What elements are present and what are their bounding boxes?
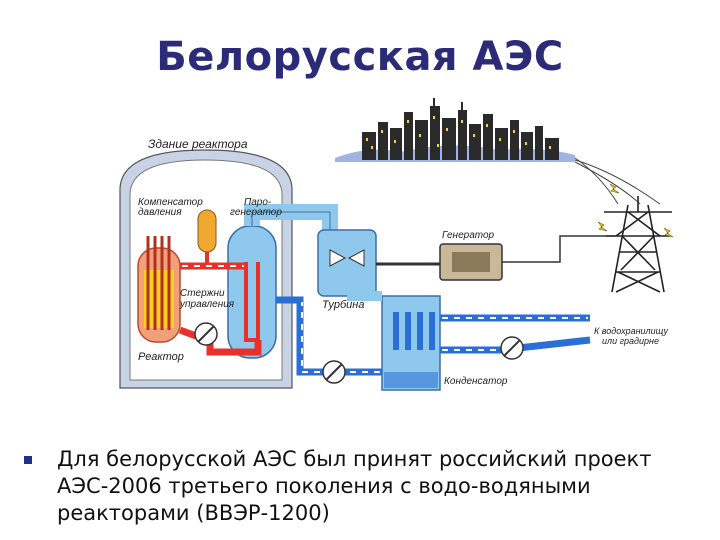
cooling-pump-icon xyxy=(500,336,524,360)
main-pump-icon xyxy=(194,322,218,346)
npp-diagram: Здание реактора Компенсатор давления Пар… xyxy=(119,98,674,391)
condenser xyxy=(347,291,441,391)
label-to-reservoir-1: К водохранилищу xyxy=(594,326,668,336)
label-pressurizer-1: Компенсатор xyxy=(138,197,203,208)
label-control-rods-2: управления xyxy=(179,299,235,310)
label-steam-generator-1: Паро- xyxy=(244,197,272,208)
label-condenser: Конденсатор xyxy=(444,376,508,387)
feedwater-pump-icon xyxy=(322,360,346,384)
reactor-vessel xyxy=(137,236,181,343)
steam-line xyxy=(244,204,338,232)
power-lines xyxy=(574,157,661,205)
label-turbine: Турбина xyxy=(322,299,364,311)
label-pressurizer-2: давления xyxy=(138,207,182,218)
page-title: Белорусская АЭС xyxy=(156,34,564,80)
bullet-text: Для белорусской АЭС был принят российски… xyxy=(57,447,652,525)
label-control-rods-1: Стержни xyxy=(180,288,225,299)
transmission-tower xyxy=(604,196,672,293)
label-steam-generator-2: генератор xyxy=(230,207,282,218)
city-skyline xyxy=(335,98,575,162)
label-generator: Генератор xyxy=(442,230,495,241)
label-reactor: Реактор xyxy=(138,351,184,363)
steam-generator xyxy=(227,225,277,359)
label-reactor-building: Здание реактора xyxy=(148,137,248,151)
bullet-square-icon xyxy=(24,456,32,464)
label-to-reservoir-2: или градирне xyxy=(602,336,659,346)
generator xyxy=(439,235,615,281)
spark-icons xyxy=(597,183,674,238)
turbine xyxy=(317,229,440,297)
